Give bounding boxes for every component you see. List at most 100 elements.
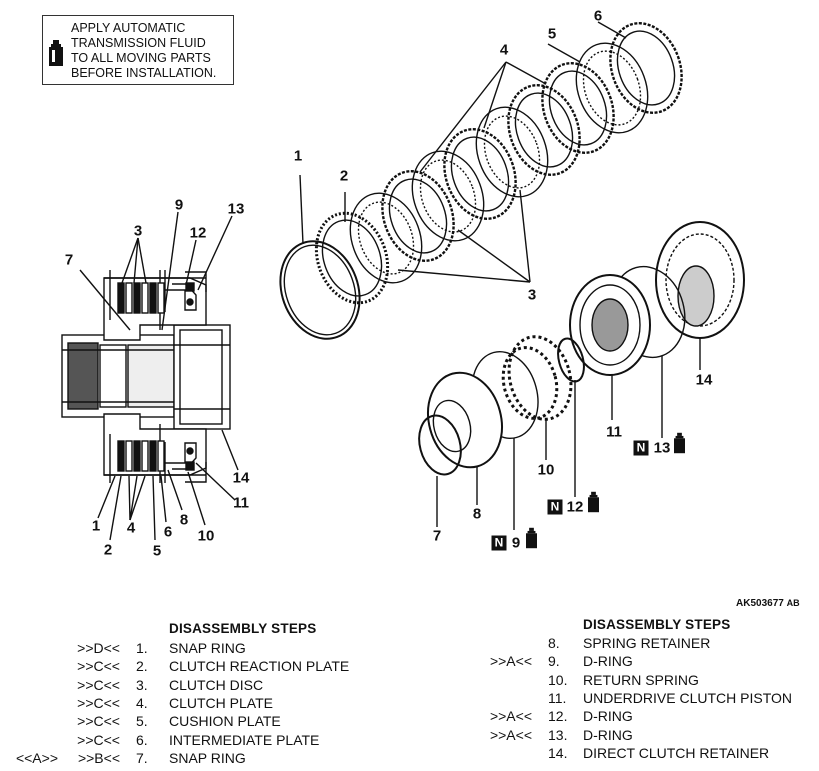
step-number: 5. — [136, 713, 148, 730]
step-row: 14. DIRECT CLUTCH RETAINER — [0, 744, 819, 762]
step-number: 1. — [136, 640, 148, 656]
fluid-bottle-icon — [588, 491, 599, 513]
step-name: D-RING — [583, 726, 633, 743]
n-badge-12: N — [547, 499, 563, 515]
step-name: D-RING — [583, 708, 633, 725]
steps-left-title: DISASSEMBLY STEPS — [169, 621, 317, 636]
callout-3-section: 3 — [133, 222, 143, 240]
callout-7-exploded: 7 — [432, 527, 442, 545]
step-name: DIRECT CLUTCH RETAINER — [583, 744, 770, 761]
step-name: CLUTCH REACTION PLATE — [169, 658, 350, 675]
step-row: <<A>> >>B<< 7. SNAP RING — [0, 749, 400, 767]
step-row: >>A<< 9. D-RING — [0, 652, 819, 670]
callout-7-section: 7 — [64, 251, 74, 269]
step-number: 9. — [548, 653, 560, 670]
fluid-bottle-icon — [49, 40, 63, 66]
step-name: D-RING — [583, 653, 633, 670]
callout-1: 1 — [293, 147, 303, 165]
step-mark-b: >>A<< — [489, 726, 532, 743]
step-row: >>C<< 2. CLUTCH REACTION PLATE — [0, 657, 400, 675]
callout-12-section: 12 — [189, 224, 207, 242]
callout-9-exploded: 9 — [511, 534, 521, 552]
exploded-view-diagram — [61, 21, 745, 541]
callout-14-section: 14 — [232, 469, 250, 487]
callout-3-exploded: 3 — [527, 286, 537, 304]
step-mark-b: >>C<< — [77, 676, 120, 693]
step-mark-b: >>D<< — [77, 640, 120, 656]
step-row: >>C<< 5. CUSHION PLATE — [0, 712, 400, 730]
fluid-bottle-icon — [526, 527, 537, 549]
step-name: CLUTCH DISC — [169, 676, 264, 693]
callout-8-section: 8 — [179, 511, 189, 529]
step-mark-b: >>C<< — [77, 658, 120, 675]
callout-5-section: 5 — [152, 542, 162, 560]
step-name: SPRING RETAINER — [583, 635, 711, 651]
steps-right-title: DISASSEMBLY STEPS — [583, 617, 731, 632]
step-number: 2. — [136, 658, 148, 675]
step-name: INTERMEDIATE PLATE — [169, 731, 320, 748]
step-name: CLUTCH PLATE — [169, 694, 273, 711]
lower-clutch-pack — [117, 440, 165, 472]
callout-10-exploded: 10 — [537, 461, 555, 479]
n-badge-13: N — [633, 440, 649, 456]
step-number: 7. — [136, 749, 148, 766]
step-number: 11. — [548, 689, 567, 706]
step-row: >>D<< 1. SNAP RING — [0, 639, 400, 657]
step-name: SNAP RING — [169, 640, 246, 656]
step-name: CUSHION PLATE — [169, 713, 281, 730]
callout-4-section: 4 — [126, 519, 136, 537]
exploded-parts — [279, 21, 745, 530]
step-number: 13. — [548, 726, 568, 743]
step-row: >>C<< 6. INTERMEDIATE PLATE — [0, 731, 400, 749]
step-row: >>A<< 13. D-RING — [0, 726, 819, 744]
callout-11-section: 11 — [233, 494, 249, 512]
callout-4-exploded: 4 — [499, 41, 509, 59]
callout-10-section: 10 — [197, 527, 215, 545]
fluid-note-box: APPLY AUTOMATIC TRANSMISSION FLUID TO AL… — [42, 15, 234, 85]
callout-2: 2 — [339, 167, 349, 185]
step-number: 8. — [548, 635, 560, 651]
step-mark-a: <<A>> — [15, 749, 58, 766]
step-mark-b: >>A<< — [489, 708, 532, 725]
step-mark-b: >>C<< — [77, 713, 120, 730]
callout-9-section: 9 — [174, 196, 184, 214]
step-number: 4. — [136, 694, 148, 711]
step-row: 10. RETURN SPRING — [0, 671, 819, 689]
callout-13-exploded: 13 — [653, 439, 671, 457]
n-badge-9: N — [491, 535, 507, 551]
callout-6-exploded: 6 — [593, 7, 603, 25]
callout-6-section: 6 — [163, 523, 173, 541]
step-number: 10. — [548, 671, 568, 688]
step-mark-b: >>A<< — [489, 653, 532, 670]
figure-suffix: AB — [786, 598, 800, 608]
step-name: RETURN SPRING — [583, 671, 699, 688]
step-row: >>C<< 4. CLUTCH PLATE — [0, 694, 400, 712]
step-row: 8. SPRING RETAINER — [0, 634, 819, 652]
callout-1-section: 1 — [91, 517, 101, 535]
step-row: 11. UNDERDRIVE CLUTCH PISTON — [0, 689, 819, 707]
upper-clutch-pack — [117, 282, 165, 314]
callout-8-exploded: 8 — [472, 505, 482, 523]
step-number: 14. — [548, 744, 568, 761]
step-mark-b: >>C<< — [77, 731, 120, 748]
step-row: >>C<< 3. CLUTCH DISC — [0, 676, 400, 694]
callout-12-exploded: 12 — [566, 498, 584, 516]
step-row: >>A<< 12. D-RING — [0, 707, 819, 725]
cross-section-view — [61, 211, 239, 541]
callout-2-section: 2 — [103, 541, 113, 559]
figure-code: AK503677 — [736, 598, 784, 609]
fluid-bottle-icon — [674, 432, 685, 454]
step-number: 6. — [136, 731, 148, 748]
callout-13-section: 13 — [227, 200, 245, 218]
step-mark-b: >>C<< — [77, 694, 120, 711]
step-name: SNAP RING — [169, 749, 246, 766]
step-name: UNDERDRIVE CLUTCH PISTON — [583, 689, 792, 706]
callout-14-exploded: 14 — [695, 371, 713, 389]
figure-id: AK503677 AB — [736, 598, 800, 609]
callout-5-exploded: 5 — [547, 25, 557, 43]
fluid-note-text: APPLY AUTOMATIC TRANSMISSION FLUID TO AL… — [71, 21, 217, 80]
step-mark-b: >>B<< — [77, 749, 120, 766]
step-number: 12. — [548, 708, 568, 725]
callout-11-exploded: 11 — [606, 423, 622, 441]
step-number: 3. — [136, 676, 148, 693]
